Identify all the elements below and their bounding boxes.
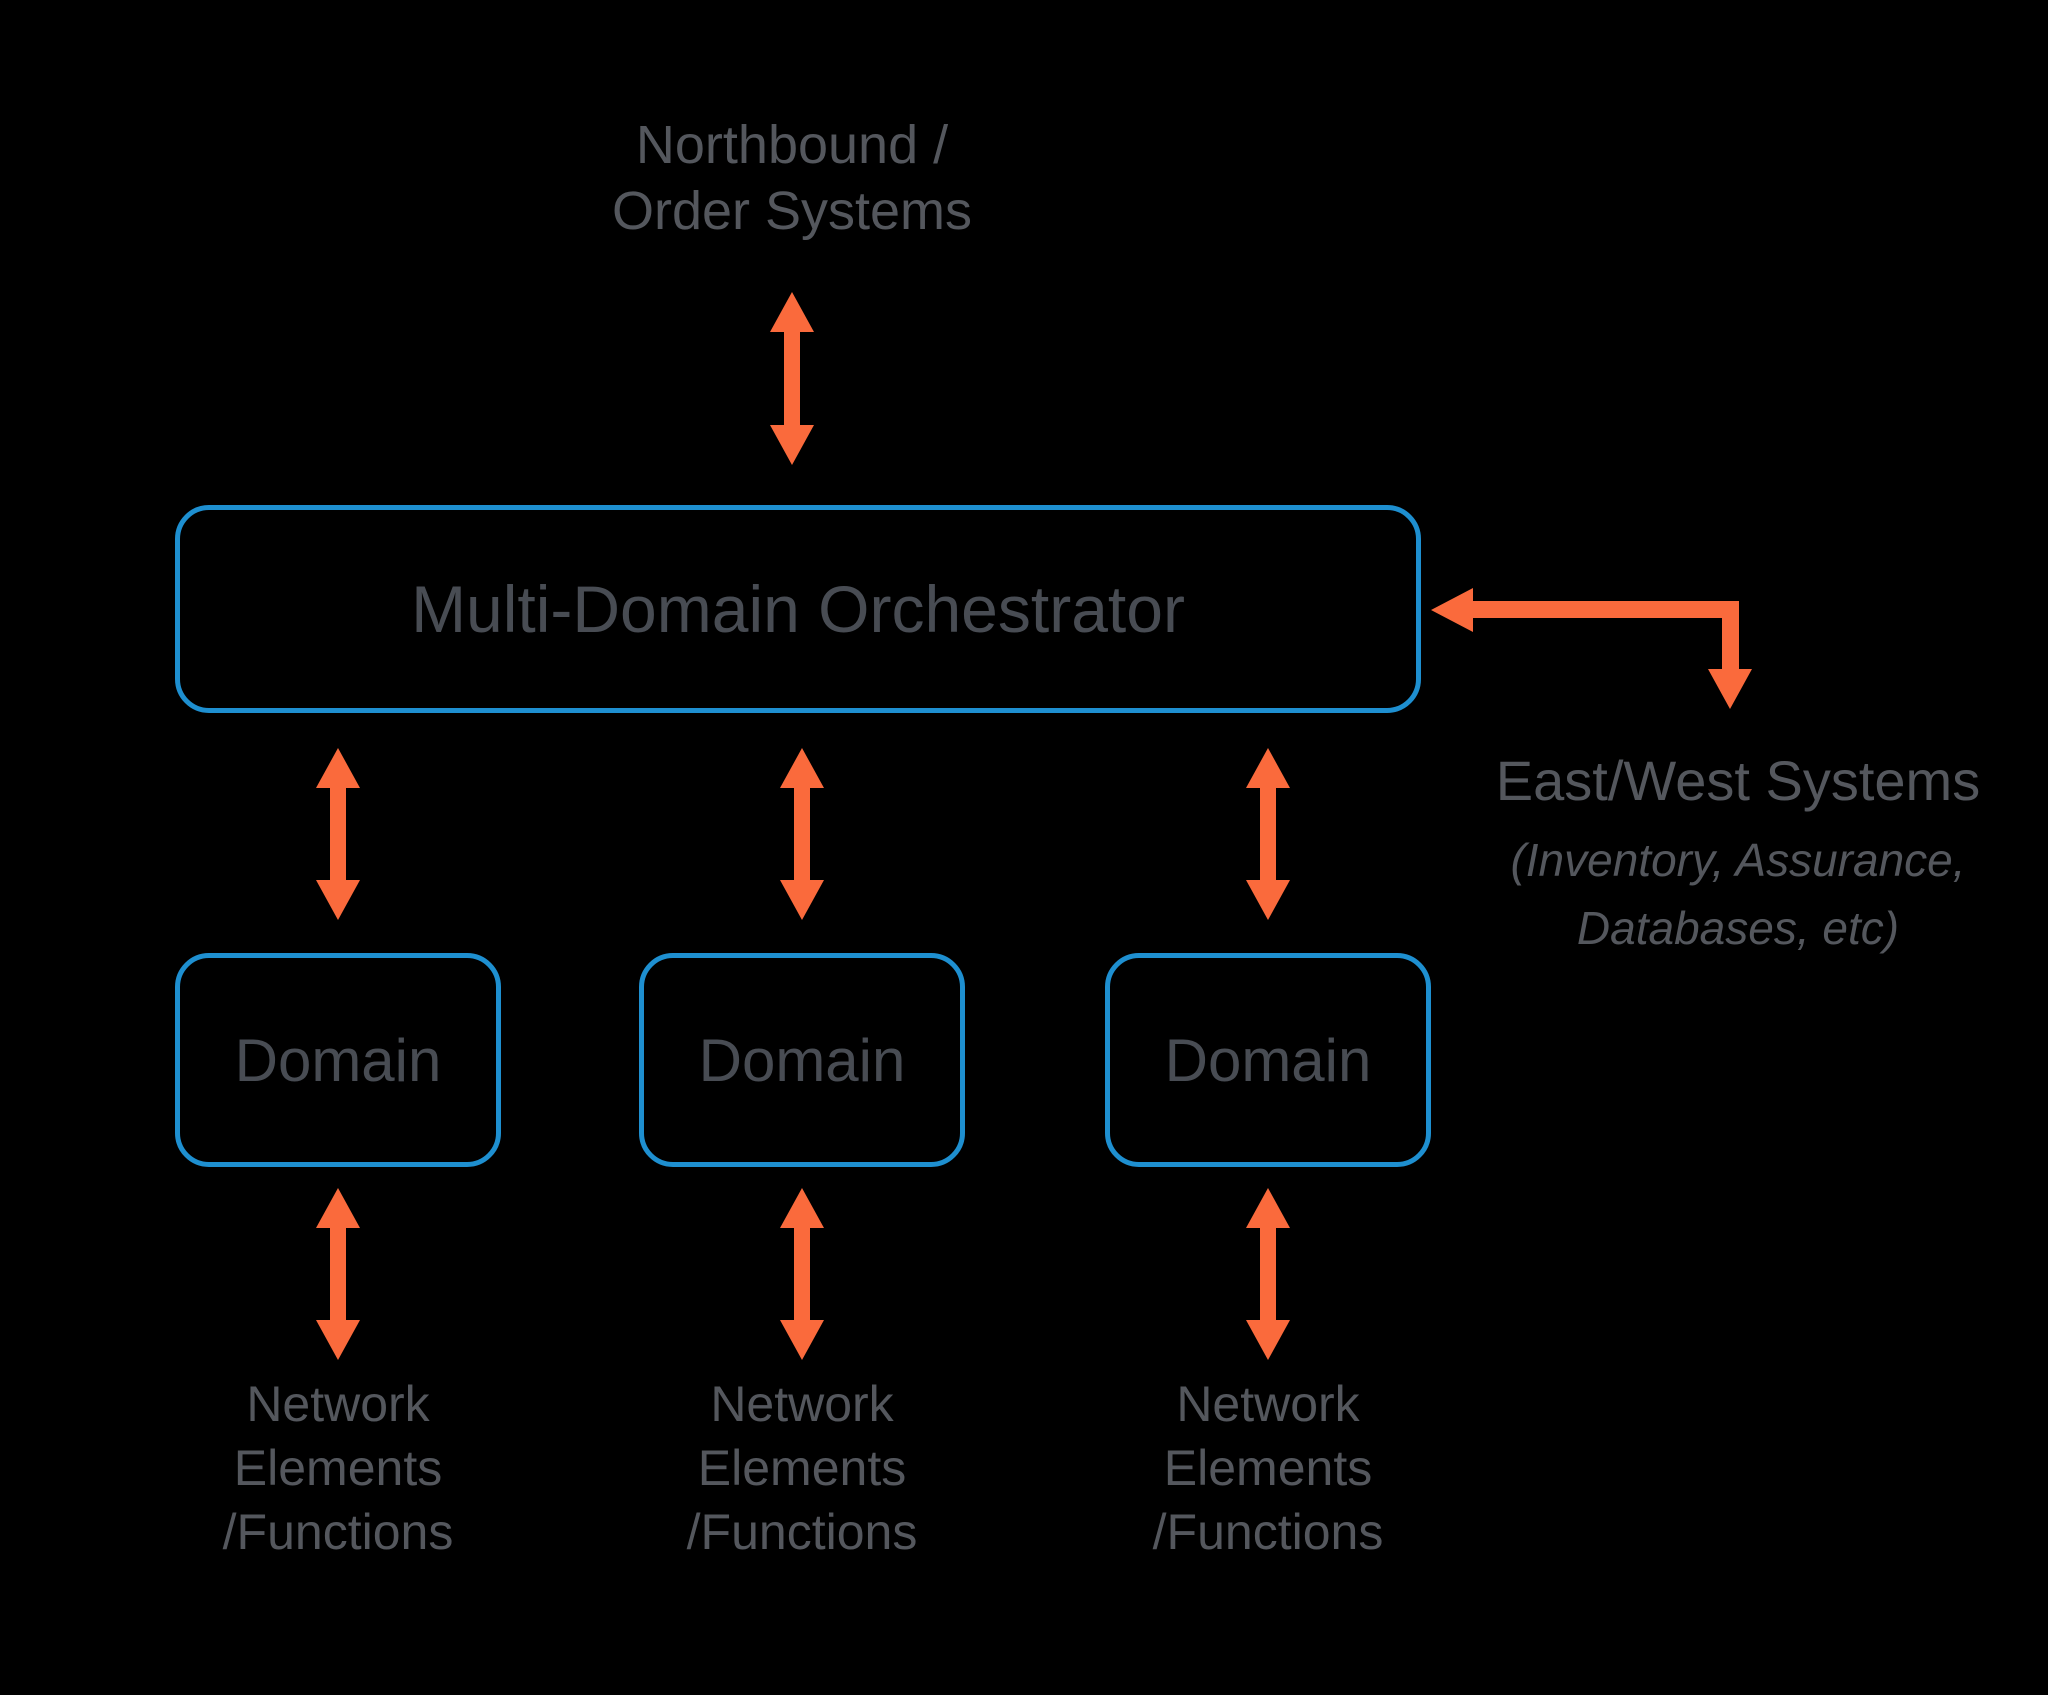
arrow-up-head-icon bbox=[316, 1188, 360, 1228]
arrow-shaft bbox=[794, 788, 810, 880]
domain-network-arrow-3 bbox=[1246, 1188, 1290, 1360]
arrow-down-head-icon bbox=[1246, 880, 1290, 920]
multi-domain-orchestrator-box: Multi-Domain Orchestrator bbox=[175, 505, 1421, 713]
eastwest-systems-label: East/West Systems bbox=[1495, 749, 1981, 812]
arrow-down-head-icon bbox=[316, 880, 360, 920]
arrow-shaft bbox=[330, 1228, 346, 1320]
northbound-order-systems-label: Northbound / Order Systems bbox=[611, 115, 973, 241]
arrow-left-head-icon bbox=[1431, 588, 1473, 632]
arrow-down-head-icon bbox=[770, 425, 814, 465]
arrow-down-head-icon bbox=[780, 1320, 824, 1360]
arrow-down-head-icon bbox=[1246, 1320, 1290, 1360]
arrow-down-head-icon bbox=[316, 1320, 360, 1360]
orchestrator-domain-arrow-1 bbox=[316, 748, 360, 920]
domain-label: Domain bbox=[234, 1026, 442, 1094]
domain-label: Domain bbox=[1164, 1026, 1372, 1094]
arrow-up-head-icon bbox=[316, 748, 360, 788]
arrow-shaft bbox=[794, 1228, 810, 1320]
arrow-shaft bbox=[330, 788, 346, 880]
arrow-up-head-icon bbox=[780, 1188, 824, 1228]
domain-label: Domain bbox=[698, 1026, 906, 1094]
arrow-up-head-icon bbox=[1246, 748, 1290, 788]
network-elements-label-2: Network Elements /Functions bbox=[686, 1376, 918, 1560]
arrow-up-head-icon bbox=[780, 748, 824, 788]
arrow-up-head-icon bbox=[1246, 1188, 1290, 1228]
multi-domain-orchestrator-label: Multi-Domain Orchestrator bbox=[411, 572, 1185, 646]
orchestrator-domain-arrow-3 bbox=[1246, 748, 1290, 920]
arrow-shaft bbox=[1260, 788, 1276, 880]
network-elements-label-1: Network Elements /Functions bbox=[222, 1376, 454, 1560]
arrow-down-head-icon bbox=[780, 880, 824, 920]
arrow-up-head-icon bbox=[770, 292, 814, 332]
arrow-shaft bbox=[784, 332, 800, 425]
eastwest-systems-sublabel: (Inventory, Assurance, Databases, etc) bbox=[1510, 834, 1966, 954]
arrow-shaft bbox=[1471, 601, 1739, 618]
domain-box-2: Domain bbox=[639, 953, 965, 1167]
arrow-shaft bbox=[1722, 601, 1739, 671]
orchestrator-domain-arrow-2 bbox=[780, 748, 824, 920]
arrow-shaft bbox=[1260, 1228, 1276, 1320]
domain-box-1: Domain bbox=[175, 953, 501, 1167]
domain-network-arrow-1 bbox=[316, 1188, 360, 1360]
arrow-down-head-icon bbox=[1708, 669, 1752, 709]
network-elements-label-3: Network Elements /Functions bbox=[1152, 1376, 1384, 1560]
northbound-orchestrator-arrow bbox=[770, 292, 814, 465]
domain-box-3: Domain bbox=[1105, 953, 1431, 1167]
domain-network-arrow-2 bbox=[780, 1188, 824, 1360]
